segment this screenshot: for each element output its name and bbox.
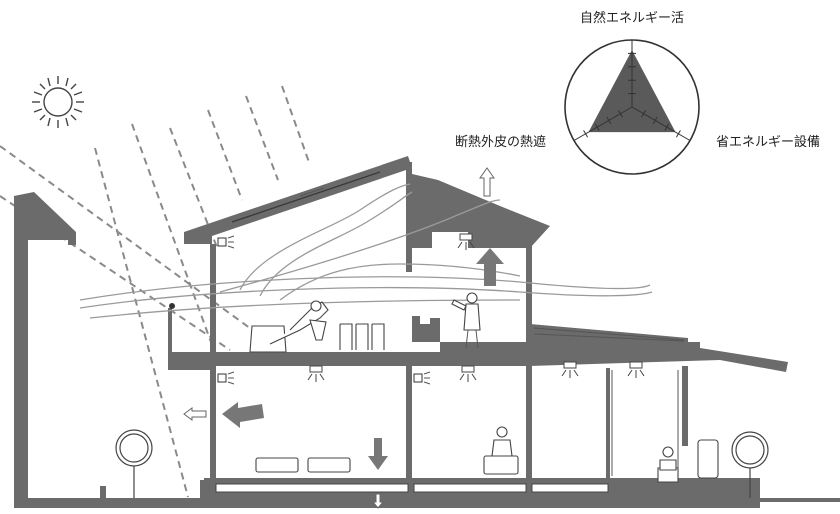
exhaust-arrow-icon [479,167,495,197]
terrace-canopy [530,324,688,342]
underfloor-arrow-icon [371,493,385,509]
ground-slab [14,480,204,508]
lower-right-wall [526,366,532,478]
ventilation-units [217,235,431,385]
radar-tick [675,130,681,138]
down-arrow-icon [368,438,388,470]
radar-tick [594,123,600,131]
air-flow-lines [79,183,653,319]
label-natural-energy: 自然エネルギー活 [580,10,684,26]
underfloor-vent-right [531,483,609,493]
underfloor-vent-mid [413,483,527,493]
lower-mid-wall [406,366,412,478]
outer-right-wall [682,366,688,446]
person-standing [451,292,481,349]
radar-axes [573,40,691,141]
radar-axis [573,106,633,141]
upper-left-wall [210,244,216,354]
wind-in-arrow-icon [222,402,264,428]
lower-floor-furniture [255,426,719,483]
radar-chart [564,39,700,175]
sun-rays [0,85,311,498]
sun-icon [32,76,84,128]
wind-out-arrow-icon [183,407,207,421]
underfloor-vent-left [215,483,409,493]
upper-right-block [406,162,550,248]
radar-tick [652,116,658,125]
upper-floor-slab [168,316,530,370]
radar-axis [631,106,691,141]
radar-tick [664,123,670,131]
label-insulation: 断熱外皮の熱遮 [455,134,546,150]
radar-tick [606,116,612,125]
neighbor-building [14,192,76,498]
tree-left-icon [115,429,153,498]
upper-floor-furniture [249,300,385,353]
radar-tick [583,130,589,138]
foundation-slab [204,478,840,508]
lower-right-roof [530,342,788,372]
radar-tick [617,109,623,118]
ceiling-lights [307,233,645,382]
lower-left-wall [210,366,216,478]
upper-right-wall [526,240,532,342]
tree-right-icon [731,431,769,498]
stack-up-arrow-icon [476,248,504,286]
solar-panel [231,171,381,223]
radar-tick [641,109,647,118]
label-energy-saving: 省エネルギー設備 [716,134,820,150]
